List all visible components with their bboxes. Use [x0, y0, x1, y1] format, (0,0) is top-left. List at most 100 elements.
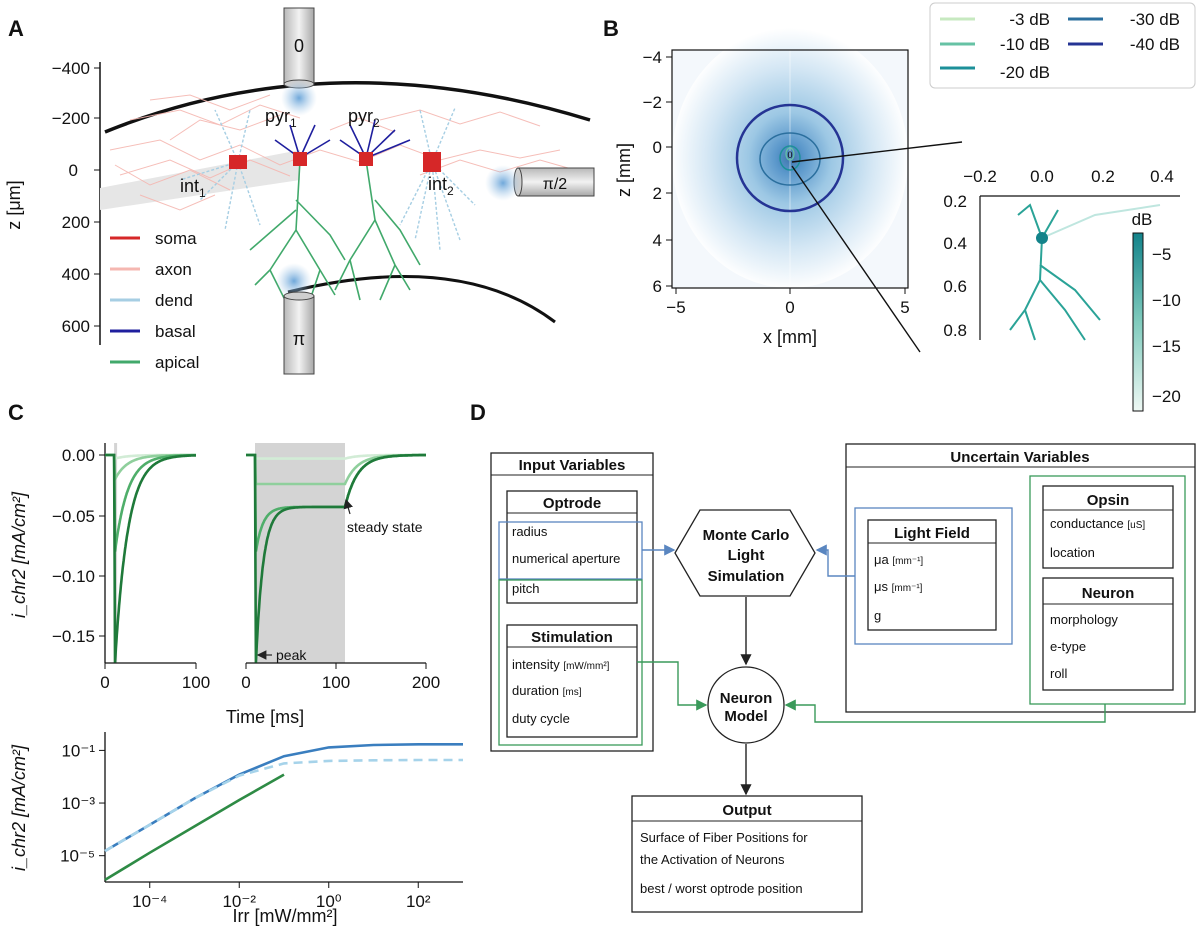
panel-label-b: B [603, 16, 619, 41]
c-x-tick-label: 100 [182, 673, 210, 692]
c-bottom-traces [104, 743, 463, 882]
b-x-tick-label: 0 [785, 298, 794, 317]
c-bottom-x-label: Irr [mW/mm²] [233, 906, 338, 926]
colorbar-tick-label: −10 [1152, 291, 1181, 310]
panel-b-colorbar: dB −5 −10 −15 −20 [1132, 210, 1181, 412]
c-top-x-label: Time [ms] [226, 707, 304, 727]
legend-label: dend [155, 291, 193, 310]
c-y-ticks: 0.00 −0.05 −0.10 −0.15 [52, 446, 105, 646]
c-y-tick-label: −0.15 [52, 627, 95, 646]
legend-item-20db: -20 dB [940, 63, 1050, 82]
panel-label-a: A [8, 16, 24, 41]
b-x-tick: 5 [900, 288, 910, 317]
legend-item-40db: -40 dB [1068, 35, 1180, 54]
optrode-bottom-label: π [293, 329, 305, 349]
c-bottom-series-2 [104, 773, 285, 882]
output-title: Output [722, 802, 771, 819]
legend-label: -10 dB [1000, 35, 1050, 54]
opsin-item: conductance [uS] [1050, 516, 1145, 531]
z-tick-label: 200 [62, 213, 90, 232]
inset-x-tick-label: 0.0 [1030, 167, 1054, 186]
label-pyr1: pyr1 [265, 106, 297, 130]
z-tick-label: −200 [52, 109, 90, 128]
opsin-box: Opsin conductance [uS] location [1042, 485, 1174, 569]
output-line: the Activation of Neurons [640, 852, 785, 867]
c-bottom-series-0 [104, 743, 463, 853]
monte-carlo-label: Light [728, 547, 765, 564]
monte-carlo-node: Monte Carlo Light Simulation [674, 509, 816, 597]
panel-c-top-axes: 0.00 −0.05 −0.10 −0.15 0 100 0 100 200 T… [9, 443, 440, 727]
somas [229, 152, 441, 172]
b-y-tick: −4 [643, 48, 672, 67]
inset-x-ticks: −0.2 0.0 0.2 0.4 [963, 167, 1174, 186]
b-y-tick: 2 [653, 184, 672, 203]
contour-10db [785, 147, 795, 161]
panel-a-z-label: z [μm] [4, 180, 24, 229]
neuron-item: morphology [1050, 612, 1118, 627]
c-bottom-y-label: i_chr2 [mA/cm²] [9, 744, 29, 871]
colorbar-tick-label: −15 [1152, 337, 1181, 356]
c-bottom-x-tick-label: 10⁻² [222, 892, 256, 911]
colorbar-label: dB [1132, 210, 1153, 229]
neuron-model-label: Model [724, 708, 767, 725]
soma-int1 [229, 155, 247, 169]
inset-soma [1036, 232, 1048, 244]
panel-c-bottom-axes: Irr [mW/mm²] i_chr2 [mA/cm²] [9, 732, 463, 926]
tissue-lower-arc [287, 275, 556, 324]
stimulation-item: duty cycle [512, 711, 570, 726]
neuron-model-label: Neuron [720, 690, 773, 707]
inset-x-tick-label: 0.4 [1150, 167, 1174, 186]
b-y-tick-label: 4 [653, 231, 662, 250]
z-tick: 200 [62, 213, 100, 232]
opsin-item: location [1050, 545, 1095, 560]
legend-item-30db: -30 dB [1068, 10, 1180, 29]
legend-label: soma [155, 229, 197, 248]
soma-pyr2 [359, 152, 373, 166]
label-int2: int2 [428, 174, 454, 198]
contour-40db [735, 103, 845, 213]
optrode-bottom: π [276, 263, 315, 375]
stimulation-title: Stimulation [531, 629, 613, 646]
monte-carlo-label: Simulation [708, 568, 785, 585]
legend-item-dend: dend [110, 291, 193, 310]
neuron-item: e-type [1050, 639, 1086, 654]
peak-label: peak [276, 647, 307, 663]
uncertain-variables-title: Uncertain Variables [950, 449, 1089, 466]
z-tick: 600 [62, 317, 100, 336]
c-bottom-x-tick-label: 10² [406, 892, 431, 911]
soma-int2 [423, 152, 441, 172]
optrode-title: Optrode [543, 495, 601, 512]
c-bottom-series-1 [104, 758, 463, 853]
b-x-tick: −5 [666, 288, 686, 317]
legend-item-10db: -10 dB [940, 35, 1050, 54]
optrode-right: π/2 [485, 165, 595, 201]
inset-y-tick-label: 0.6 [943, 277, 967, 296]
zoom-line-bottom [791, 165, 921, 353]
b-y-tick: 4 [653, 231, 672, 250]
panel-label-c: C [8, 400, 24, 425]
b-y-tick-label: 2 [653, 184, 662, 203]
optrode-item: pitch [512, 581, 539, 596]
c-y-tick-label: −0.10 [52, 567, 95, 586]
neuron-uncertain-group [1029, 475, 1186, 705]
c-y-tick-label: 0.00 [62, 446, 95, 465]
light-field-item: μa [mm⁻¹] [874, 552, 923, 567]
inset-y-tick-label: 0.2 [943, 192, 967, 211]
z-tick: −200 [52, 109, 100, 128]
optrode-item: numerical aperture [512, 551, 620, 566]
c-bottom-y-tick-label: 10⁻¹ [61, 741, 95, 760]
optrode-top: 0 [281, 7, 317, 116]
b-y-tick: 6 [653, 277, 672, 296]
legend-label: -3 dB [1009, 10, 1050, 29]
b-y-tick-label: 0 [653, 138, 662, 157]
z-tick-label: 0 [69, 161, 78, 180]
legend-item-3db: -3 dB [940, 10, 1050, 29]
stimulation-item: intensity [mW/mm²] [512, 657, 610, 672]
z-tick: −400 [52, 59, 100, 78]
inset-x-tick-label: −0.2 [963, 167, 997, 186]
output-line: best / worst optrode position [640, 881, 803, 896]
c-bottom-x-tick-label: 10⁻⁴ [132, 892, 167, 911]
label-pyr2: pyr2 [348, 106, 380, 130]
